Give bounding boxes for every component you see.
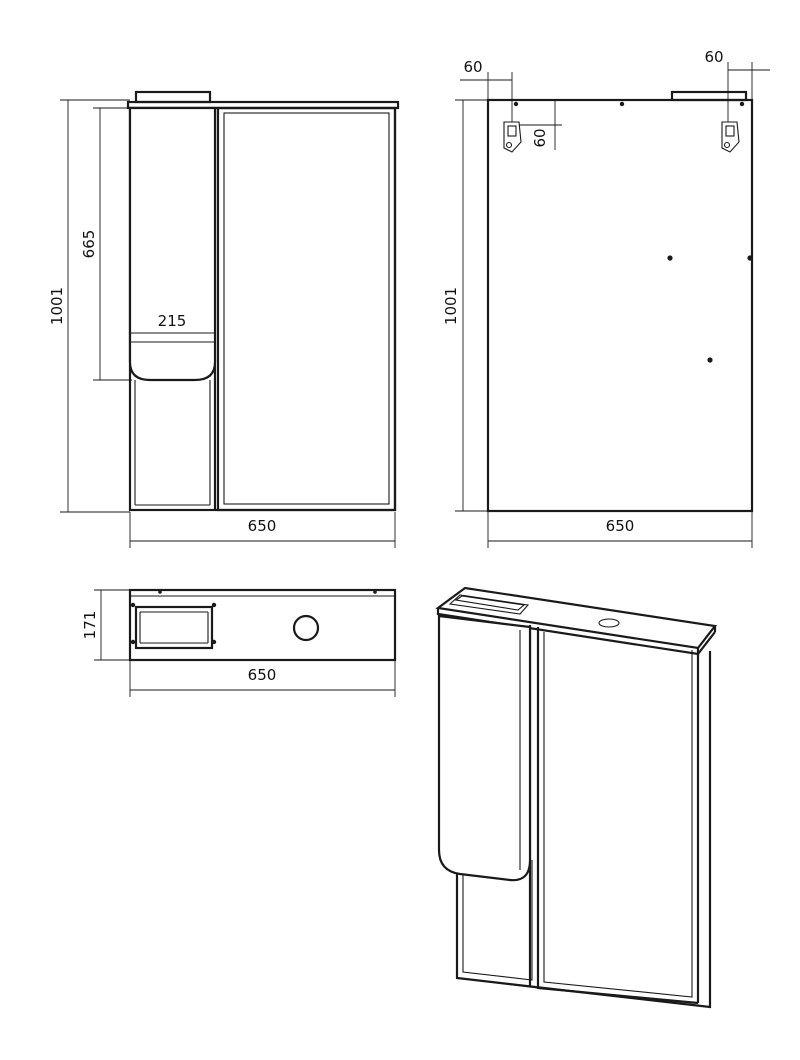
back-height-label: 1001	[442, 287, 460, 325]
upper-door	[128, 106, 217, 382]
back-width-label: 650	[606, 517, 635, 535]
front-height-label: 1001	[48, 287, 66, 325]
front-width-label: 650	[248, 517, 277, 535]
top-outline	[128, 588, 397, 662]
persp-cutout	[598, 618, 620, 628]
persp-upper-door	[437, 614, 532, 882]
top-depth-label: 171	[81, 611, 99, 640]
front-shelf-width-label: 215	[158, 312, 187, 330]
mirror-glass	[223, 112, 390, 505]
persp-mirror-door	[536, 627, 699, 1005]
top-bracket	[134, 90, 212, 104]
top-cutout	[292, 614, 320, 642]
back-view: 60 60 60 1001 650	[442, 48, 770, 548]
back-panel	[486, 98, 754, 513]
top-bracket-frame	[134, 605, 214, 650]
right-hanger	[721, 121, 740, 153]
top-width-label: 650	[248, 666, 277, 684]
back-top-offset-label: 60	[531, 128, 549, 147]
back-right-offset-label: 60	[704, 48, 723, 66]
back-top-bracket	[670, 90, 748, 102]
back-left-offset-label: 60	[463, 58, 482, 76]
front-upper-height-label: 665	[80, 230, 98, 259]
top-view: 171 650	[81, 588, 397, 697]
perspective-view	[435, 586, 718, 1009]
front-view: 1001 665 215 650	[48, 90, 400, 548]
left-hanger	[503, 121, 522, 153]
mirror-door	[216, 106, 397, 512]
